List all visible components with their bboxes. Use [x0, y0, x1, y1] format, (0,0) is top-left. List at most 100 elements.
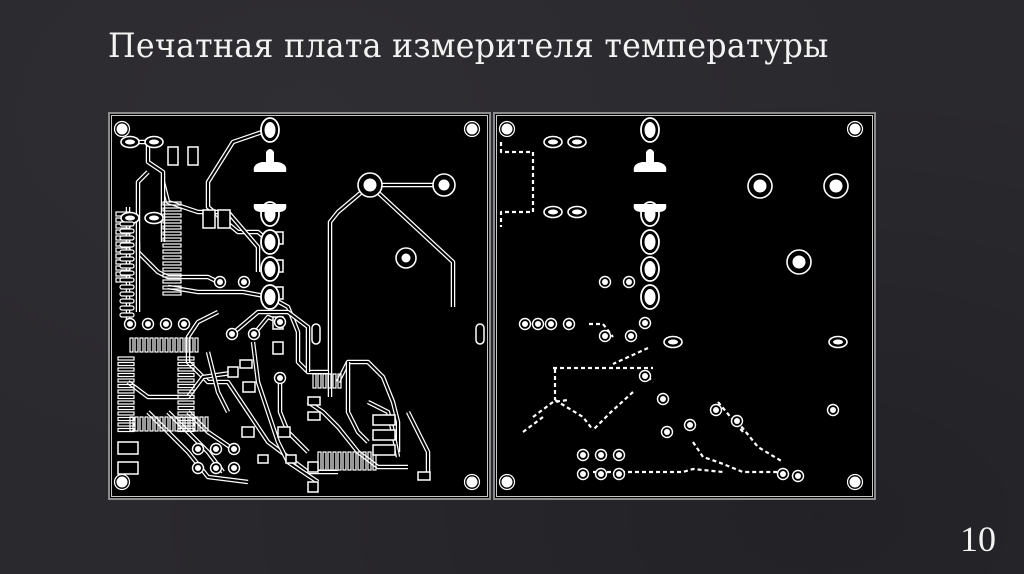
copper-trace [593, 467, 724, 474]
smd-pad [162, 273, 182, 278]
through-hole-pad-center [401, 253, 411, 263]
via-pad-center [181, 321, 187, 327]
via-pad-center [195, 446, 201, 452]
coil-pad [119, 284, 135, 290]
smd-pad [322, 451, 327, 471]
smd-pad [372, 429, 396, 441]
coil-pad [119, 263, 135, 269]
copper-trace-inner [329, 184, 371, 397]
smd-pad [167, 146, 179, 166]
smd-pad [342, 451, 347, 471]
smd-pad [217, 209, 231, 229]
connector-pad-center [264, 261, 276, 277]
smd-pad [129, 337, 134, 353]
connector-pad-center [644, 289, 656, 305]
copper-trace-inner [231, 311, 309, 372]
smd-pad [184, 416, 189, 432]
smd-pad [177, 383, 195, 389]
via-pad-center [217, 279, 223, 285]
via-pad-center [251, 331, 257, 337]
via-pad-center [713, 407, 719, 413]
smd-pad [285, 454, 297, 464]
via-pad-center [163, 321, 169, 327]
smd-pad [347, 451, 352, 471]
smd-pad [179, 337, 184, 353]
smd-pad [174, 337, 179, 353]
via-pad-center [145, 321, 151, 327]
coil-pad [119, 305, 135, 311]
smd-pad [372, 414, 396, 426]
smd-pad [177, 400, 195, 405]
smd-pad [307, 461, 319, 473]
smd-pad [307, 396, 321, 406]
copper-trace [736, 420, 784, 463]
copper-trace [612, 346, 649, 366]
copper-trace [277, 378, 310, 454]
oval-pad-center [833, 339, 843, 345]
oval-pad-center [668, 339, 678, 345]
via-pad-center [127, 321, 133, 327]
copper-trace-inner [407, 411, 429, 472]
via-pad-center [277, 375, 283, 381]
copper-trace [128, 139, 166, 242]
oval-pad-center [149, 215, 159, 221]
smd-pad [162, 249, 182, 254]
smd-pad [134, 337, 139, 353]
smd-pad [117, 378, 135, 383]
copper-trace [368, 183, 456, 307]
copper-trace-inner [137, 171, 219, 283]
copper-trace-inner [279, 378, 309, 453]
smd-pad [177, 394, 195, 400]
smd-pad [177, 405, 195, 411]
pcb-top-layer-image [108, 112, 491, 500]
slot-pad [311, 323, 321, 345]
pcb-bottom-layer-image [493, 112, 876, 500]
oval-pad-center [572, 139, 582, 145]
via-pad-center [231, 446, 237, 452]
coil-pad [119, 221, 135, 227]
copper-trace-inner [307, 401, 408, 468]
smd-pad [117, 356, 135, 361]
smd-pad [117, 461, 139, 475]
via-pad-center [602, 279, 608, 285]
via-pad-center [780, 471, 786, 477]
through-hole-pad-center [363, 178, 377, 192]
smd-pad [162, 231, 182, 236]
oval-pad-center [548, 139, 558, 145]
via-pad-center [642, 320, 648, 326]
smd-pad [129, 416, 134, 432]
smd-pad [162, 291, 182, 296]
smd-pad [337, 373, 342, 389]
smd-pad [177, 372, 195, 378]
smd-pad [307, 411, 321, 421]
via-pad-center [548, 321, 554, 327]
through-hole-pad-center [753, 179, 767, 193]
via-pad-center [535, 321, 541, 327]
coil-pad [119, 298, 135, 304]
via-pad-center [616, 471, 622, 477]
smd-pad [144, 337, 149, 353]
connector-pad-center [264, 289, 276, 305]
smd-pad [317, 373, 322, 389]
smd-pad [174, 416, 179, 432]
coil-pad [119, 249, 135, 255]
via-pad-center [213, 465, 219, 471]
oval-pad-center [125, 139, 135, 145]
copper-trace-inner [207, 351, 229, 413]
via-pad-center [231, 465, 237, 471]
smd-pad [117, 411, 135, 416]
mounting-hole-fill [116, 476, 128, 488]
smd-pad [327, 373, 332, 389]
copper-trace-inner [147, 411, 249, 483]
smd-pad [204, 416, 209, 432]
copper-trace-inner [128, 141, 164, 242]
via-pad-center [241, 279, 247, 285]
via-pad-center [522, 321, 528, 327]
smd-pad [162, 225, 182, 230]
smd-pad [162, 213, 182, 218]
smd-pad [367, 451, 372, 471]
smd-pad [162, 255, 182, 260]
smd-pad [162, 219, 182, 224]
connector-pad-center [644, 122, 656, 138]
copper-trace [532, 398, 569, 418]
